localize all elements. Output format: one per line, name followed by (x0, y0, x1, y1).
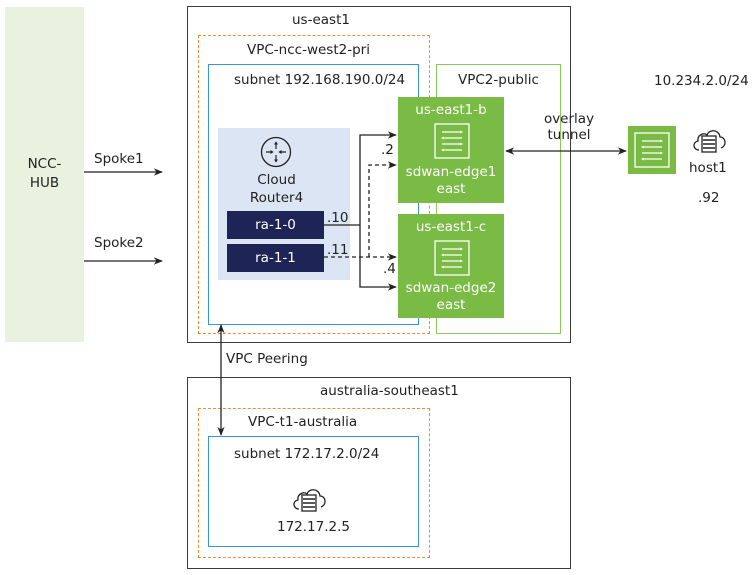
cloud-router-label-line2: Router4 (249, 190, 304, 206)
region-us-east1-label: us-east1 (292, 12, 350, 28)
vpc2-public-label: VPC2-public (458, 72, 539, 88)
sdwan-edge2[interactable]: us-east1-c sdwan-edge2 east (398, 214, 504, 318)
vpc-peering-label: VPC Peering (226, 351, 308, 367)
cloud-server-icon[interactable] (690, 126, 728, 154)
overlay-tunnel-label-line1: overlay (543, 111, 595, 127)
interface-ra-1-0[interactable]: ra-1-0 (227, 211, 324, 239)
subnet-172-17-2[interactable] (208, 436, 419, 547)
sdwan-edge2-zone: us-east1-c (415, 219, 487, 235)
host1-label: host1 (689, 160, 727, 176)
subnet-192-168-190-label: subnet 192.168.190.0/24 (234, 72, 406, 88)
ncc-hub[interactable] (5, 7, 84, 342)
spoke1-label: Spoke1 (94, 151, 144, 167)
australia-host-ip: 172.17.2.5 (277, 519, 350, 535)
sdwan-appliance-icon (434, 123, 470, 159)
vpc-t1-australia[interactable] (198, 408, 430, 558)
sdwan-edge2-name: sdwan-edge2 (405, 280, 497, 296)
sdwan-edge1-zone: us-east1-b (415, 102, 487, 118)
cloud-router-label-line1: Cloud (257, 172, 296, 188)
cloud-server-icon[interactable] (290, 485, 328, 513)
region-australia-southeast1[interactable] (187, 377, 571, 569)
sdwan-edge1-name: sdwan-edge1 (405, 164, 497, 180)
sdwan-edge2-sub: east (436, 297, 466, 313)
sdwan-edge2-ip: .4 (383, 261, 396, 277)
ra-1-0-to-edge1-arrow (359, 131, 397, 225)
spoke2-label: Spoke2 (94, 235, 144, 251)
ncc-hub-label: NCC- HUB (5, 155, 84, 193)
region-us-east1[interactable] (187, 6, 571, 343)
sdwan-edge1-ip: .2 (381, 142, 394, 158)
overlay-tunnel-label-line2: tunnel (547, 127, 591, 143)
ncc-hub-label-line1: NCC- (27, 156, 62, 172)
router-icon (260, 136, 292, 168)
vpc-ncc-west2-pri-label: VPC-ncc-west2-pri (247, 42, 370, 58)
ra-1-0-to-edge2-arrow (359, 225, 397, 291)
interface-ra-1-1-ip: .11 (327, 242, 349, 258)
interface-ra-1-1[interactable]: ra-1-1 (227, 244, 324, 272)
subnet-172-17-2-label: subnet 172.17.2.0/24 (234, 446, 380, 462)
ra-1-1-to-edge1-arrow (368, 161, 397, 257)
sdwan-appliance-icon (634, 132, 670, 168)
sdwan-edge1[interactable]: us-east1-b sdwan-edge1 east (398, 97, 504, 203)
host1-ip: .92 (698, 190, 720, 206)
sdwan-edge1-sub: east (436, 181, 466, 197)
sdwan-appliance-icon (434, 240, 470, 276)
remote-subnet-label: 10.234.2.0/24 (654, 73, 749, 89)
ncc-hub-label-line2: HUB (29, 175, 60, 191)
remote-sdwan-appliance[interactable] (628, 126, 676, 174)
vpc-t1-australia-label: VPC-t1-australia (248, 414, 358, 430)
interface-ra-1-0-ip: .10 (327, 210, 349, 226)
region-australia-southeast1-label: australia-southeast1 (320, 383, 459, 399)
